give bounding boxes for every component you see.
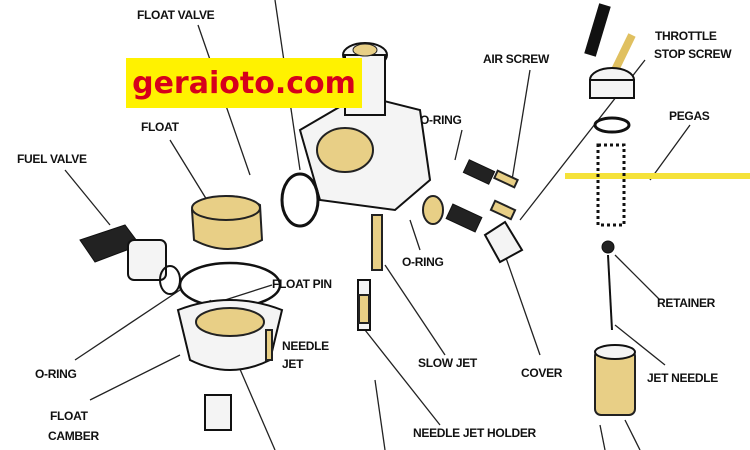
o-ring-large [280,172,320,228]
label-float-valve: FLOAT VALVE [137,8,215,22]
labels: FLOAT VALVE FLOAT FUEL VALVE O-RING FLOA… [17,8,733,443]
watermark: geraioto.com [126,58,362,108]
label-needle-jet-2: JET [282,357,304,371]
label-o-ring-top: O-RING [420,113,462,127]
label-slow-jet: SLOW JET [418,356,478,370]
label-retainer: RETAINER [657,296,716,310]
label-float-pin: FLOAT PIN [272,277,332,291]
throttle-assembly [584,3,636,416]
label-throttle-stop-screw-1: THROTTLE [655,29,717,43]
label-float-camber-1: FLOAT [50,409,89,423]
watermark-text: geraioto.com [132,65,356,101]
label-jet-needle: JET NEEDLE [647,371,718,385]
label-o-ring-left: O-RING [35,367,77,381]
label-float-camber-2: CAMBER [48,429,99,443]
label-needle-jet-1: NEEDLE [282,339,329,353]
label-fuel-valve: FUEL VALVE [17,152,87,166]
label-throttle-stop-screw-2: STOP SCREW [654,47,732,61]
float-part [190,195,264,250]
label-needle-jet-holder: NEEDLE JET HOLDER [413,426,537,440]
label-cover: COVER [521,366,563,380]
label-air-screw: AIR SCREW [483,52,550,66]
jets [265,214,383,361]
label-float: FLOAT [141,120,180,134]
fuel-valve-part [79,224,181,295]
label-pegas: PEGAS [669,109,710,123]
label-o-ring-mid: O-RING [402,255,444,269]
springs-screws [422,159,524,264]
leader-lines [64,0,750,450]
float-chamber-part [176,261,284,431]
